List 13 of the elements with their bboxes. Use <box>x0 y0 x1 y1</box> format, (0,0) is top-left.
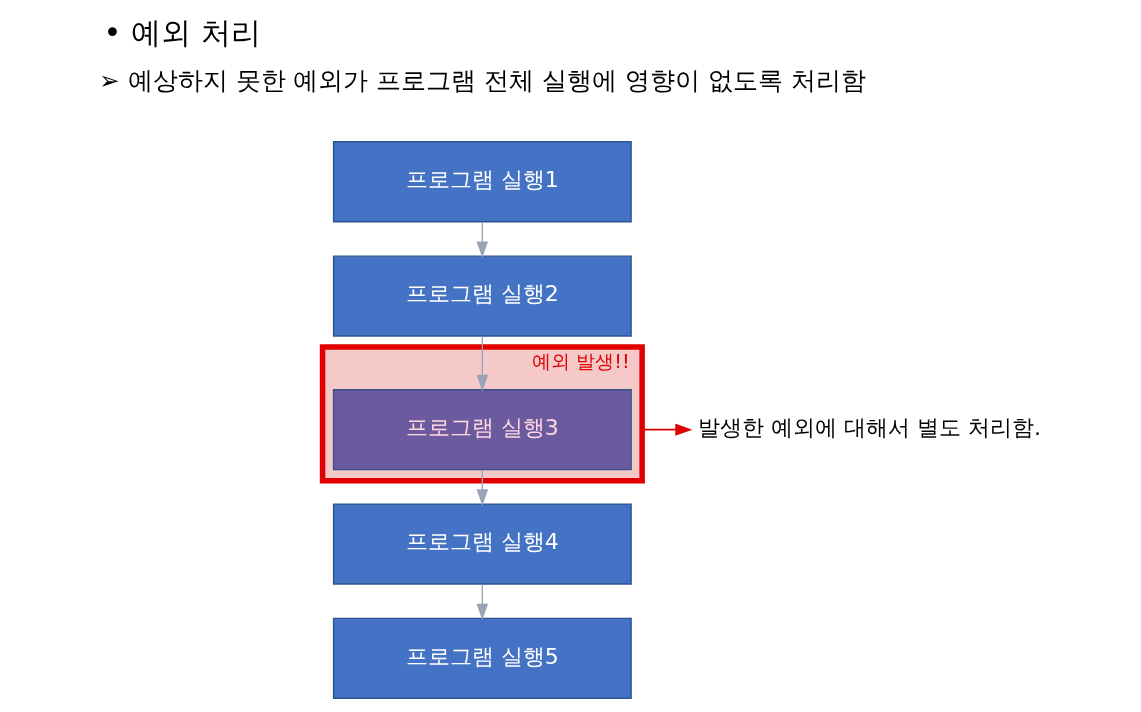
node-box: 프로그램 실행3 <box>332 389 632 471</box>
node-box: 프로그램 실행4 <box>332 503 632 585</box>
node-box: 프로그램 실행5 <box>332 617 632 699</box>
diagram-title: • 예외 처리 <box>103 15 261 51</box>
arrow <box>641 423 693 436</box>
arrow <box>476 335 489 392</box>
node-box: 프로그램 실행2 <box>332 255 632 337</box>
node-text: 발생한 예외에 대해서 별도 처리함. <box>697 414 1041 440</box>
arrow <box>476 469 489 506</box>
arrow <box>476 221 489 258</box>
node-box: 프로그램 실행1 <box>332 141 632 223</box>
label: ➢ 예상하지 못한 예외가 프로그램 전체 실행에 영향이 없도록 처리함 <box>99 65 866 95</box>
arrow <box>476 583 489 621</box>
